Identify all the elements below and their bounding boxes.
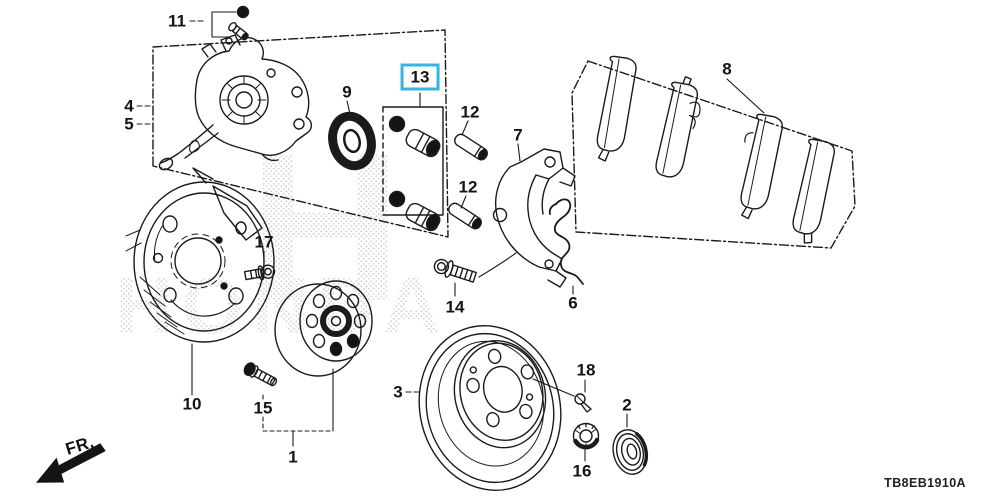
caliper-drawing bbox=[158, 34, 313, 171]
callout-1[interactable]: 1 bbox=[288, 447, 298, 467]
callout-12-upper[interactable]: 12 bbox=[460, 102, 480, 122]
pin-boot-kit-box bbox=[382, 106, 444, 216]
watermark-logo-letter: H bbox=[248, 108, 401, 345]
disc-screw-drawing bbox=[574, 393, 592, 413]
pin-boot-kit-drawing bbox=[388, 115, 441, 232]
plate-bolt-drawing bbox=[243, 264, 276, 281]
callout-14[interactable]: 14 bbox=[445, 297, 465, 317]
watermark-brand-text: HONDA bbox=[115, 261, 448, 350]
mount-bolt-drawing bbox=[433, 258, 477, 283]
callout-9[interactable]: 9 bbox=[342, 82, 352, 102]
callout-10[interactable]: 10 bbox=[182, 394, 202, 414]
callout-5[interactable]: 5 bbox=[124, 114, 134, 134]
callout-16[interactable]: 16 bbox=[572, 461, 592, 481]
brake-pad-set-drawing bbox=[596, 55, 836, 244]
callout-11[interactable]: 11 bbox=[168, 11, 186, 31]
callout-3[interactable]: 3 bbox=[393, 382, 403, 402]
hub-cap-drawing bbox=[612, 429, 649, 475]
callout-17[interactable]: 17 bbox=[254, 232, 274, 252]
honda-watermark: H HONDA bbox=[115, 108, 448, 350]
callout-12-lower[interactable]: 12 bbox=[458, 177, 478, 197]
pad-spring-drawing bbox=[548, 198, 584, 285]
spindle-nut-drawing bbox=[572, 422, 600, 450]
callout-8[interactable]: 8 bbox=[722, 59, 732, 79]
callout-7[interactable]: 7 bbox=[513, 125, 523, 145]
group-outline-caliper bbox=[152, 29, 449, 238]
callout-18[interactable]: 18 bbox=[576, 360, 596, 380]
piston-seal-drawing bbox=[328, 111, 376, 171]
leader-lines bbox=[136, 20, 765, 462]
group-outline-pad-set bbox=[571, 60, 856, 249]
slide-pin-lower-drawing bbox=[448, 202, 482, 230]
slide-pin-upper-drawing bbox=[454, 133, 488, 161]
callout-15[interactable]: 15 bbox=[253, 398, 273, 418]
callout-2[interactable]: 2 bbox=[622, 395, 632, 415]
callout-6[interactable]: 6 bbox=[568, 293, 578, 313]
fr-direction-arrow bbox=[35, 443, 106, 483]
caliper-bracket-drawing bbox=[492, 148, 576, 288]
diagram-code: TB8EB1910A bbox=[884, 476, 966, 490]
hub-bearing-drawing bbox=[274, 280, 373, 377]
bleed-screw-drawing bbox=[211, 5, 250, 41]
callout-4[interactable]: 4 bbox=[124, 96, 134, 116]
callout-13-highlighted[interactable]: 13 bbox=[400, 63, 440, 91]
wheel-stud-drawing bbox=[243, 362, 278, 387]
